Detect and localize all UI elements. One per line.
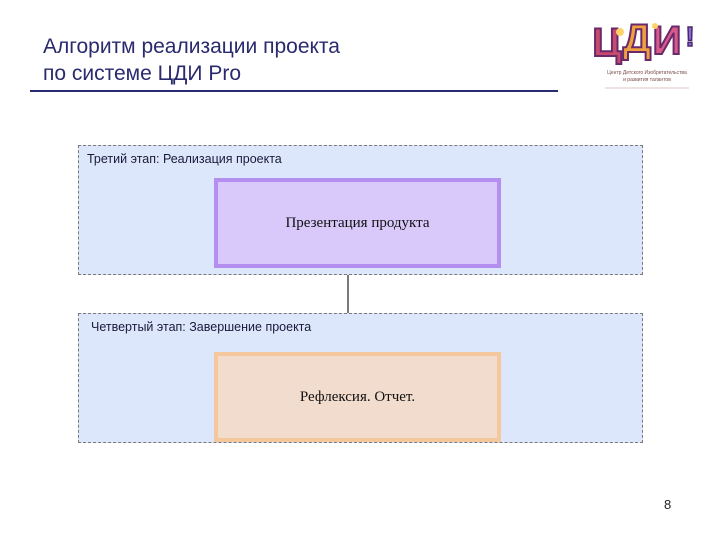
reflection-box: Рефлексия. Отчет. — [214, 352, 501, 442]
page-number: 8 — [664, 497, 672, 512]
presentation-box: Презентация продукта — [214, 178, 501, 268]
slide-title-line-2: по системе ЦДИ Pro — [43, 62, 241, 85]
logo-caption-1: Центр Детского Изобретательства — [607, 70, 687, 76]
logo-caption-2: и развития талантов — [623, 77, 671, 83]
stage-connector — [347, 275, 349, 313]
cdi-logo: Ц Д И ! Центр Детского Изобретательства … — [591, 16, 695, 89]
title-underline — [30, 90, 558, 92]
svg-text:!: ! — [685, 21, 694, 52]
svg-text:Д: Д — [623, 17, 652, 61]
slide-title-line-1: Алгоритм реализации проекта — [43, 35, 340, 58]
stage-4-label: Четвертый этап: Завершение проекта — [91, 320, 312, 334]
svg-text:Ц: Ц — [592, 21, 621, 65]
stage-3-label: Третий этап: Реализация проекта — [87, 152, 282, 166]
slide-title: Алгоритм реализации проекта по системе Ц… — [43, 33, 340, 87]
